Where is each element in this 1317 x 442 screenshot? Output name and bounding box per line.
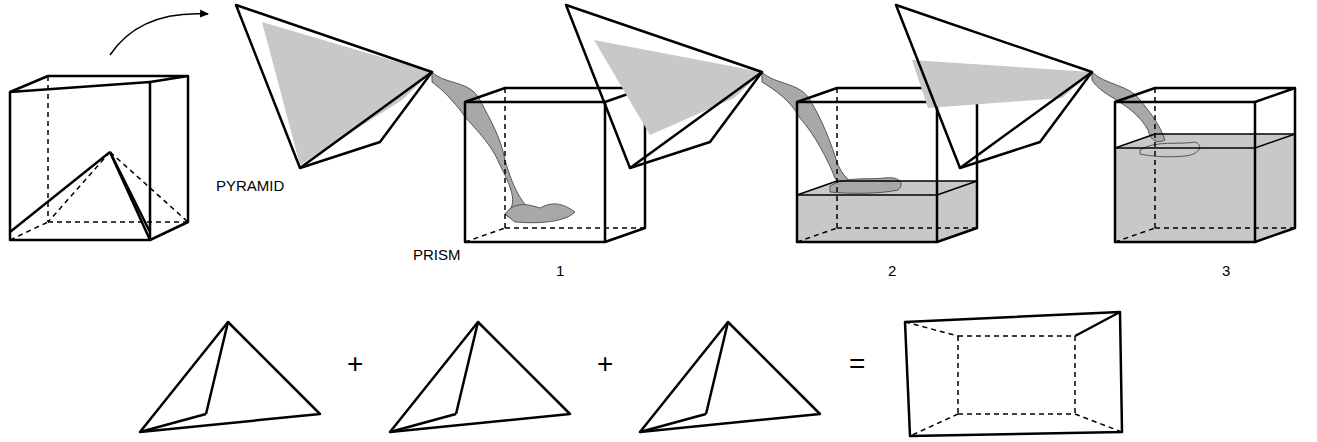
plus-sign: + [597, 350, 613, 378]
plus-sign: + [347, 350, 363, 378]
part-name: PYRAMID [216, 178, 284, 193]
stage-3 [896, 5, 1295, 242]
step-number: 3 [1222, 263, 1230, 278]
prism-with-pyramid [10, 76, 188, 240]
stage-1 [236, 5, 645, 242]
part-name: PRISM [413, 247, 461, 262]
step-number: 1 [556, 263, 564, 278]
turn-arrow [110, 14, 208, 55]
stage-2 [566, 5, 977, 242]
equation [140, 312, 1122, 436]
step-number: 2 [888, 263, 896, 278]
equals-sign: = [849, 350, 865, 378]
